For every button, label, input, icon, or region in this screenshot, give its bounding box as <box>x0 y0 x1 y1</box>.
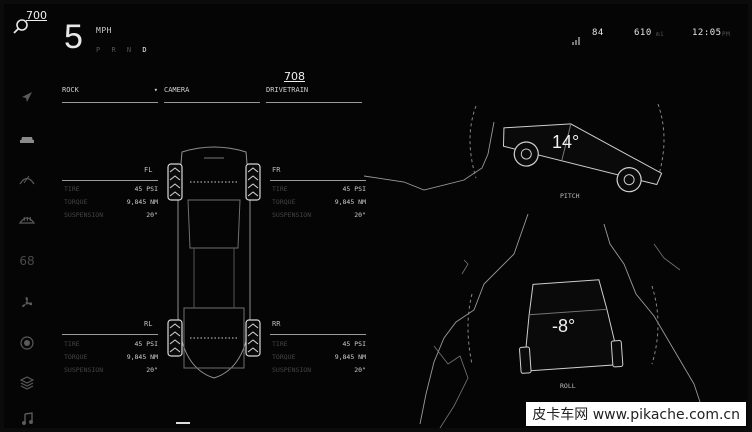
gear-d[interactable]: D <box>142 46 148 54</box>
tab-drivetrain-label: DRIVETRAIN <box>266 86 309 94</box>
music-icon[interactable] <box>16 408 38 428</box>
signal-icon <box>572 30 581 49</box>
tab-camera[interactable]: CAMERA <box>164 86 260 103</box>
camera-icon[interactable] <box>16 332 38 354</box>
fan-icon[interactable] <box>16 292 38 314</box>
gear-n[interactable]: N <box>126 46 132 54</box>
gear-p[interactable]: P <box>96 46 101 54</box>
chevron-down-icon: ▾ <box>153 86 158 94</box>
search-number: 700 <box>26 9 47 22</box>
wheel-label-rr: RR <box>272 320 281 328</box>
range-unit: mi <box>656 31 665 38</box>
wiper-icon[interactable] <box>16 168 38 190</box>
apps-icon[interactable] <box>16 372 38 394</box>
divider <box>62 334 158 335</box>
home-indicator[interactable] <box>176 422 190 424</box>
watermark: 皮卡车网 www.pikache.com.cn <box>526 402 746 426</box>
roll-truck-diagram <box>519 279 624 374</box>
chassis-diagram <box>167 146 261 379</box>
tab-mode-label: ROCK <box>62 86 79 94</box>
divider <box>270 180 366 181</box>
wheel-label-fr: FR <box>272 166 281 174</box>
speed-value: 5 <box>64 18 83 56</box>
gear-selector[interactable]: P R N D <box>96 46 147 54</box>
range-value: 610 <box>634 28 652 38</box>
navigate-icon[interactable] <box>16 86 38 108</box>
roll-value: -8° <box>552 316 576 336</box>
defrost-icon[interactable] <box>16 208 38 230</box>
clock-suffix: PM <box>722 31 731 38</box>
car-icon[interactable] <box>16 128 38 150</box>
roll-label: ROLL <box>560 382 576 390</box>
clock: 12:05 <box>692 28 722 38</box>
wheel-label-rl: RL <box>144 320 153 328</box>
search-icon[interactable] <box>12 18 30 36</box>
tab-camera-label: CAMERA <box>164 86 190 94</box>
drivetrain-value: 708 <box>284 70 305 83</box>
divider <box>270 334 366 335</box>
temperature-setting[interactable]: 68 <box>19 254 35 268</box>
outside-temp: 84 <box>592 28 604 38</box>
tab-mode[interactable]: ROCK ▾ <box>62 86 158 103</box>
pitch-label: PITCH <box>560 192 580 200</box>
divider <box>62 180 158 181</box>
tab-drivetrain[interactable]: DRIVETRAIN <box>266 86 362 103</box>
app-frame: 700 5 MPH P R N D 84 610 mi 12:05 PM 68 <box>4 4 748 428</box>
terrain-lines <box>364 103 705 428</box>
gear-r[interactable]: R <box>111 46 117 54</box>
pitch-truck-diagram <box>502 123 663 193</box>
wheel-label-fl: FL <box>144 166 153 174</box>
speed-unit: MPH <box>96 26 112 35</box>
pitch-value: 14° <box>552 132 580 152</box>
